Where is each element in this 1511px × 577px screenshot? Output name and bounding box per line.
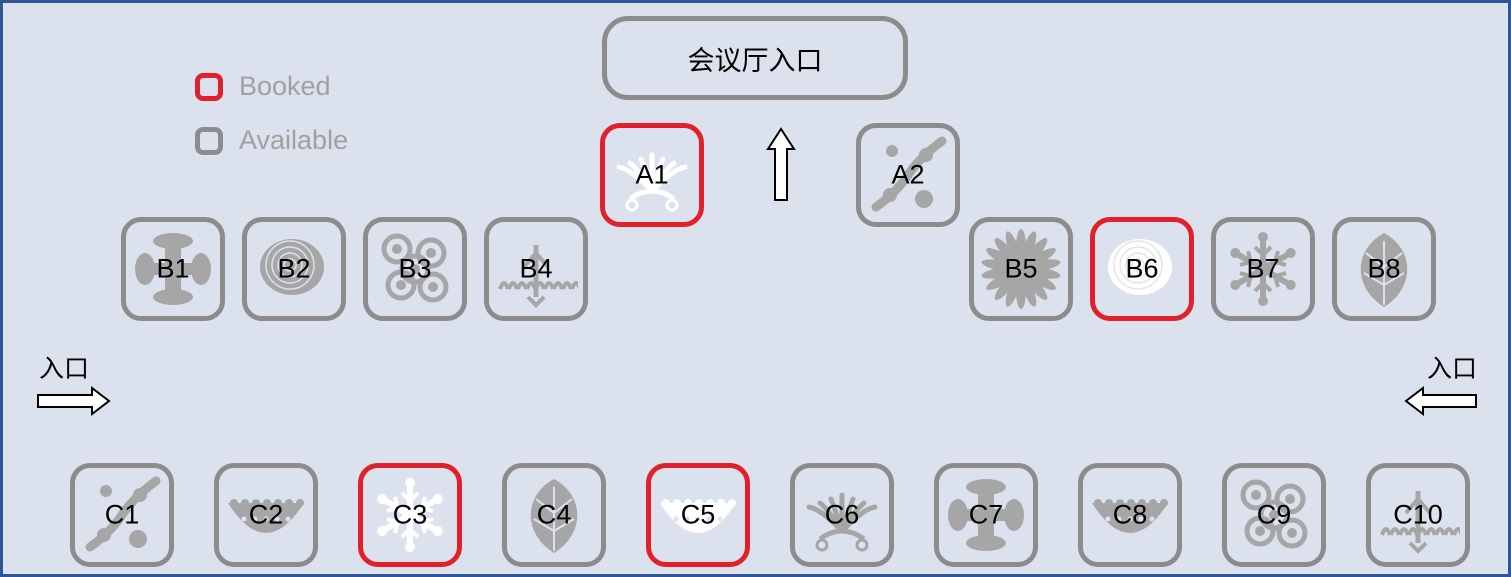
seat-b4[interactable]: B4 (484, 217, 588, 321)
seat-label: C9 (1256, 499, 1292, 530)
seat-label: C1 (104, 499, 140, 530)
seat-b6[interactable]: B6 (1090, 217, 1194, 321)
legend-available-label: Available (239, 125, 349, 155)
legend-booked: Booked (195, 71, 331, 102)
seat-label: A1 (635, 159, 669, 190)
seat-a1[interactable]: A1 (600, 123, 704, 227)
seat-label: B5 (1004, 253, 1038, 284)
left-entrance-label: 入口 (39, 354, 90, 383)
right-entrance-label: 入口 (1427, 354, 1478, 383)
seat-label: B3 (398, 253, 432, 284)
seat-label: B7 (1246, 253, 1280, 284)
seat-c7[interactable]: C7 (934, 463, 1038, 567)
seat-b5[interactable]: B5 (969, 217, 1073, 321)
lace-motif-icon (228, 499, 304, 533)
seat-c3[interactable]: C3 (358, 463, 462, 567)
right-arrow-icon (37, 386, 111, 416)
seat-label: C7 (968, 499, 1004, 530)
seat-c1[interactable]: C1 (70, 463, 174, 567)
seat-label: C3 (392, 499, 428, 530)
seat-a2[interactable]: A2 (856, 123, 960, 227)
seat-b8[interactable]: B8 (1332, 217, 1436, 321)
lace-motif-icon (660, 499, 736, 533)
hall-entrance-label: 会议厅入口 (687, 45, 823, 77)
scroll-motif-icon (135, 233, 211, 305)
seat-label: C5 (680, 499, 716, 530)
vine-motif-icon (871, 136, 947, 212)
swirl-motif-icon (1240, 479, 1308, 549)
seat-label: A2 (891, 159, 925, 190)
seat-label: C2 (248, 499, 284, 530)
hall-entrance-box: 会议厅入口 (602, 16, 908, 100)
lace-motif-icon (1092, 499, 1168, 533)
seat-c4[interactable]: C4 (502, 463, 606, 567)
leaf-motif-icon (1360, 233, 1408, 307)
seat-label: C10 (1393, 499, 1443, 530)
swirl-motif-icon (381, 233, 449, 303)
seat-c5[interactable]: C5 (646, 463, 750, 567)
up-arrow-icon (766, 127, 796, 201)
seat-label: B6 (1125, 253, 1159, 284)
seat-b2[interactable]: B2 (242, 217, 346, 321)
seat-c6[interactable]: C6 (790, 463, 894, 567)
grass-motif-icon (498, 245, 578, 308)
vine-motif-icon (85, 476, 161, 552)
cloud-motif-icon (260, 239, 324, 295)
seat-label: C6 (824, 499, 860, 530)
seat-b1[interactable]: B1 (121, 217, 225, 321)
scroll-motif-icon (948, 479, 1024, 551)
legend-available-swatch (195, 126, 223, 155)
palmette-motif-icon (806, 492, 878, 552)
grass-motif-icon (1380, 491, 1460, 554)
palmette-motif-icon (616, 152, 688, 212)
seat-label: B4 (519, 253, 553, 284)
seat-c8[interactable]: C8 (1078, 463, 1182, 567)
cloud-motif-icon (1108, 239, 1172, 295)
seat-label: C8 (1112, 499, 1148, 530)
seat-label: B8 (1367, 253, 1401, 284)
seat-label: B2 (277, 253, 311, 284)
seat-c10[interactable]: C10 (1366, 463, 1470, 567)
legend-booked-swatch (195, 72, 223, 101)
seat-c2[interactable]: C2 (214, 463, 318, 567)
snowflake-motif-icon (1230, 232, 1296, 306)
seat-label: C4 (536, 499, 572, 530)
chrysanthemum-motif-icon (981, 229, 1061, 309)
seat-label: B1 (156, 253, 190, 284)
legend-booked-label: Booked (239, 71, 331, 101)
legend-available: Available (195, 125, 348, 156)
seat-b3[interactable]: B3 (363, 217, 467, 321)
seat-b7[interactable]: B7 (1211, 217, 1315, 321)
leaf-motif-icon (530, 479, 578, 553)
snowflake-motif-icon (377, 478, 443, 552)
seat-c9[interactable]: C9 (1222, 463, 1326, 567)
left-arrow-icon (1404, 386, 1477, 416)
